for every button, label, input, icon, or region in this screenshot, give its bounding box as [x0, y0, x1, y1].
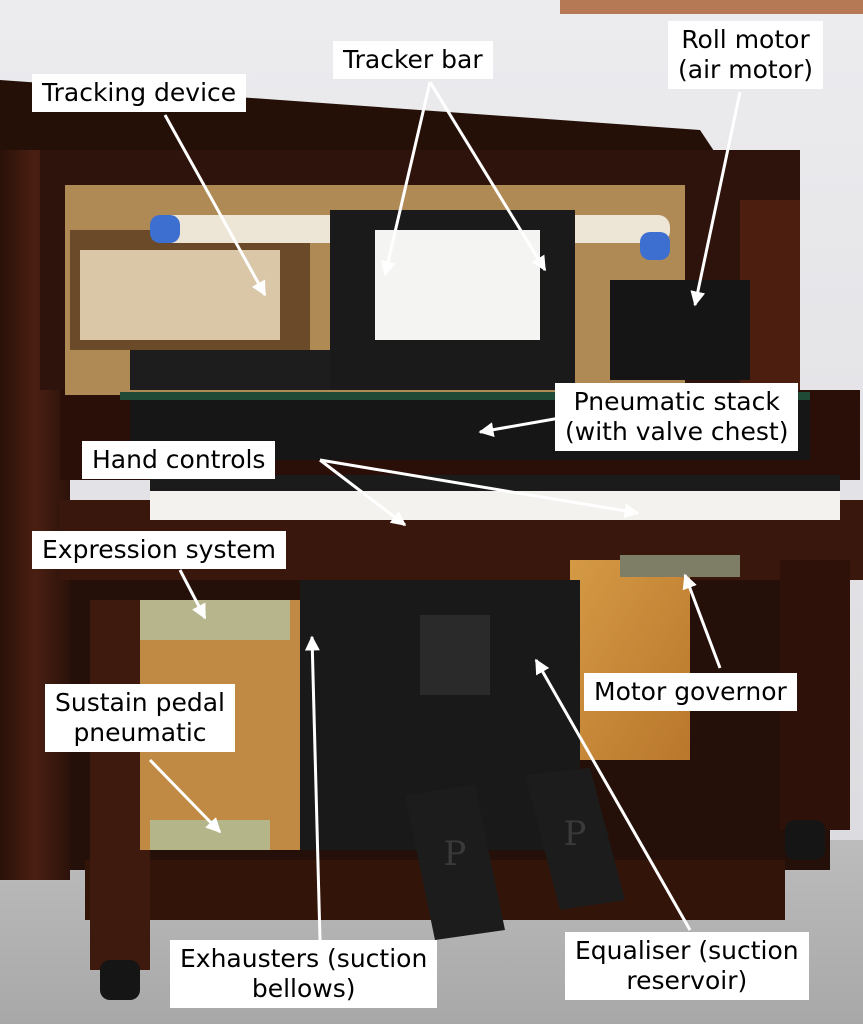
label-motor-governor: Motor governor	[584, 673, 797, 711]
label-pneumatic-stack: Pneumatic stack(with valve chest)	[555, 383, 799, 451]
label-equaliser-line2: reservoir)	[626, 966, 748, 995]
label-expression-system-text: Expression system	[42, 535, 277, 564]
arrow-sustain-pedal	[148, 758, 222, 834]
label-sustain-pedal-line2: pneumatic	[73, 718, 207, 747]
label-motor-governor-text: Motor governor	[594, 677, 787, 706]
pedal-letter-left: P	[444, 834, 467, 874]
arrow-tracking-device	[163, 114, 267, 297]
arrow-pneumatic-stack	[478, 416, 561, 438]
arrow-tracker-bar-right	[428, 81, 547, 272]
label-tracker-bar: Tracker bar	[333, 41, 493, 79]
label-expression-system: Expression system	[32, 531, 287, 569]
foot-pedals: P P	[405, 768, 625, 940]
label-exhausters-line1: Exhausters (suction	[180, 944, 428, 973]
label-tracker-bar-text: Tracker bar	[343, 45, 483, 74]
label-arrows	[148, 81, 742, 941]
label-hand-controls-text: Hand controls	[92, 445, 266, 474]
arrow-hand-controls-right	[319, 458, 640, 519]
label-exhausters-line2: bellows)	[251, 974, 356, 1003]
label-pneumatic-stack-line1: Pneumatic stack	[573, 387, 780, 416]
label-roll-motor-line1: Roll motor	[681, 25, 810, 54]
label-hand-controls: Hand controls	[82, 441, 276, 479]
arrow-expression-system	[178, 569, 207, 620]
pedal-letter-right: P	[564, 814, 587, 854]
label-sustain-pedal-line1: Sustain pedal	[55, 688, 225, 717]
label-tracking-device-text: Tracking device	[42, 78, 237, 107]
piano-keyboard	[150, 475, 840, 520]
arrow-exhausters	[304, 635, 322, 941]
arrow-motor-governor	[682, 573, 722, 669]
arrow-roll-motor	[690, 91, 742, 307]
label-roll-motor: Roll motor(air motor)	[668, 21, 824, 89]
piano-interior	[65, 185, 750, 395]
label-roll-motor-line2: (air motor)	[678, 55, 814, 84]
label-equaliser-line1: Equaliser (suction	[575, 936, 799, 965]
arrow-hand-controls-left	[319, 458, 407, 527]
label-pneumatic-stack-line2: (with valve chest)	[565, 417, 789, 446]
arrow-equaliser	[534, 658, 692, 931]
label-tracking-device: Tracking device	[32, 74, 247, 112]
arrow-tracker-bar-left	[380, 81, 432, 277]
